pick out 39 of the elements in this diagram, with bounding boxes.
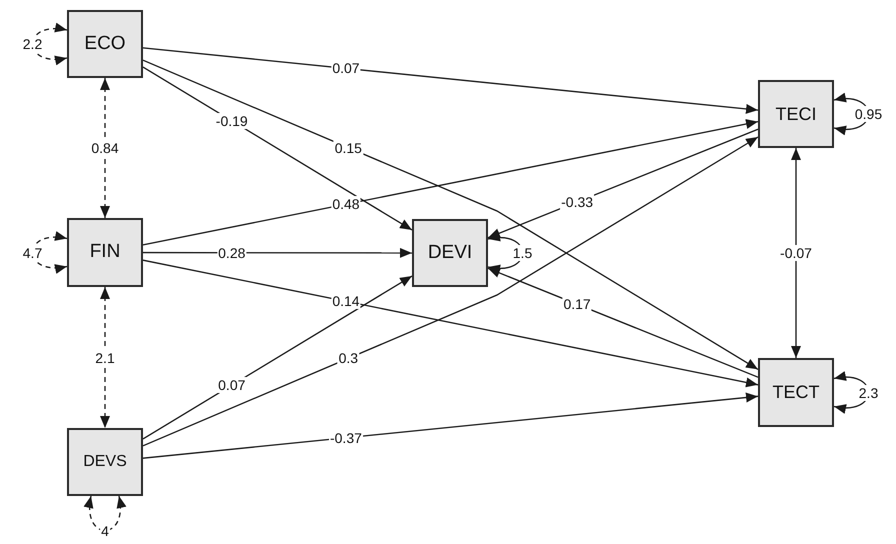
arrow — [488, 268, 758, 378]
edge-label: 1.5 — [512, 245, 534, 261]
arrow — [142, 392, 758, 459]
edge-label: 2.3 — [858, 384, 880, 400]
self-loop-arrow — [84, 496, 126, 531]
variable-box: FIN — [67, 218, 143, 287]
edge-label: -0.33 — [560, 194, 594, 210]
arrow — [142, 66, 412, 231]
arrow — [142, 136, 758, 446]
edge-label: 0.15 — [334, 140, 363, 156]
variable-box: DEVS — [67, 428, 143, 496]
arrow — [142, 275, 412, 440]
variable-box: DEVI — [412, 219, 488, 287]
edge-label: 2.1 — [94, 350, 116, 366]
edge-label: -0.07 — [779, 245, 813, 261]
edge-label: 0.3 — [338, 350, 360, 366]
arrow — [791, 148, 801, 358]
variable-box: TECI — [758, 80, 834, 148]
arrow — [142, 260, 758, 388]
edge-label: -0.19 — [214, 112, 249, 129]
edge-label: 2.2 — [22, 36, 44, 52]
self-loop-arrow — [834, 372, 869, 413]
arrow — [100, 78, 110, 218]
edge-label: 0.48 — [331, 196, 361, 212]
variable-box: ECO — [67, 10, 143, 78]
edge-label: 0.84 — [90, 140, 120, 156]
self-loop-arrow — [488, 232, 523, 274]
arrow — [143, 248, 412, 258]
arrow — [142, 119, 758, 246]
arrow — [142, 47, 758, 114]
arrow — [142, 60, 758, 370]
edge-label: 0.14 — [331, 293, 361, 310]
edge-label: 4.7 — [22, 244, 44, 260]
arrow — [100, 287, 110, 428]
edge-label: 0.07 — [217, 377, 246, 394]
variable-box: TECT — [758, 358, 834, 427]
edge-label: 0.95 — [854, 106, 884, 122]
edge-label: 0.17 — [562, 296, 592, 312]
edge-label: 0.07 — [331, 60, 361, 76]
